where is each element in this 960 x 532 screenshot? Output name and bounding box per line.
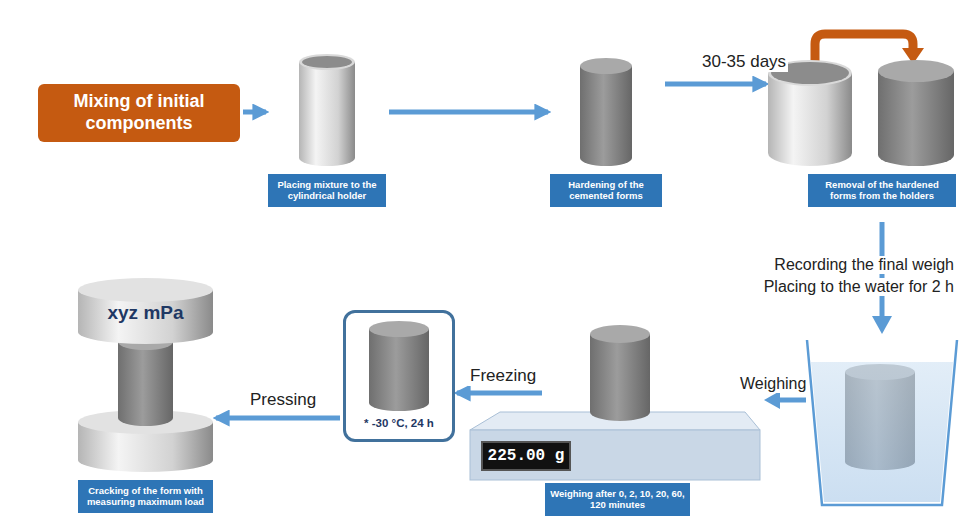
freezing-condition: * -30 °C, 24 h [348,417,450,429]
step-note: Weighing [738,375,808,393]
text-holder: Mixing of initial components [38,84,240,142]
caption-box: Placing mixture to the cylindrical holde… [268,174,386,207]
flow-arrow [778,398,806,403]
pressure-readout: xyz mPa [80,302,211,324]
step-caption: Weighing after 0, 2, 10, 20, 60, 120 min… [549,488,686,511]
step-caption: Cracking of the form with measuring maxi… [82,485,209,508]
caption-box: Weighing after 0, 2, 10, 20, 60, 120 min… [545,483,690,516]
flow-arrowhead [764,391,780,409]
flow-arrow [665,82,766,87]
flow-arrow [243,110,266,115]
scale-reading: 225.00 g [488,447,565,465]
hardening-step: Hardening of the cemented forms [550,50,662,210]
arrow-label: Pressing [248,390,318,410]
step-caption: Hardening of the cemented forms [554,179,658,202]
caption-box: Removal of the hardened forms from the h… [808,174,956,207]
water-glass [807,340,957,505]
flow-arrow [216,416,340,421]
step-note: Placing to the water for 2 h [762,278,956,296]
holder-step: Placing mixture to the cylindrical holde… [268,50,386,210]
step-title: Mixing of initial components [52,91,226,134]
step-caption: Placing mixture to the cylindrical holde… [272,179,382,202]
press-step: xyz mPaCracking of the form with measuri… [78,278,214,513]
flow-arrow [457,391,542,396]
text-holder: * -30 °C, 24 h [346,415,452,431]
scale-display: 225.00 g [481,441,571,471]
weighing-scale: 225.00 gWeighing after 0, 2, 10, 20, 60,… [545,325,760,520]
removal-step: Removal of the hardened forms from the h… [768,50,958,210]
arrow-label: 30-35 days [700,52,788,72]
freezing-box: * -30 °C, 24 h [343,310,455,442]
caption-box: Cracking of the form with measuring maxi… [78,480,213,513]
text-holder: xyz mPa [78,300,213,326]
process-box: Mixing of initial components [38,84,240,142]
arrow-label: Freezing [468,366,538,386]
transfer-arrow [815,34,913,64]
caption-box: Hardening of the cemented forms [550,174,662,207]
flow-arrow [389,110,548,115]
step-note: Recording the final weigh [772,256,956,274]
flow-arrowhead [872,316,892,334]
step-caption: Removal of the hardened forms from the h… [812,179,952,202]
